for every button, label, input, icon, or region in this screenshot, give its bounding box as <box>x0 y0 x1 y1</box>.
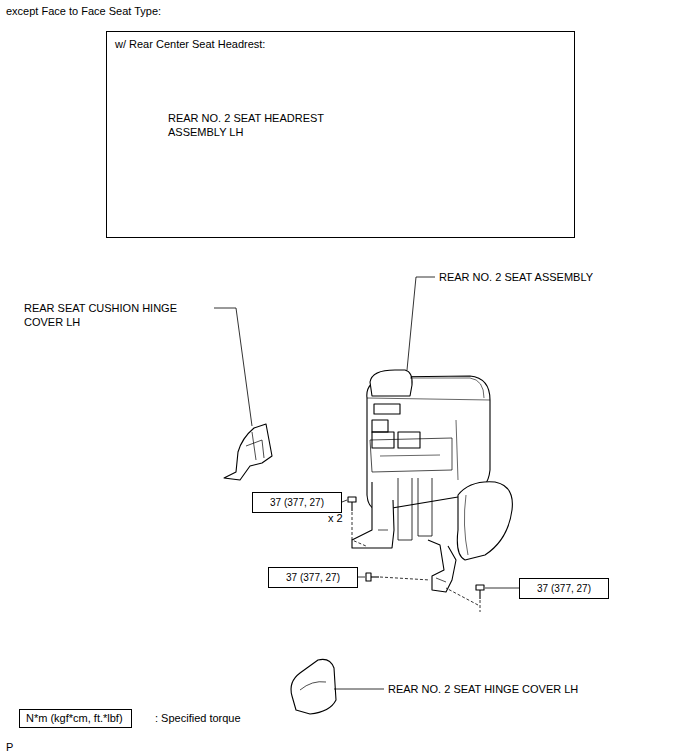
bolt-symbol <box>476 585 484 599</box>
dashed-line <box>352 512 480 612</box>
part-name: REAR NO. 2 SEAT HINGE COVER LH <box>388 682 678 696</box>
leader-line <box>334 689 384 690</box>
quantity-note: x 2 <box>328 511 343 525</box>
bolt-symbol <box>366 573 379 581</box>
page-mark: P <box>6 740 13 754</box>
node-text: 37 (377, 27) <box>257 496 337 509</box>
node-text: 37 (377, 27) <box>524 582 604 595</box>
seat-drawing <box>352 370 512 592</box>
node-text: w/ Rear Center Seat Headrest: <box>115 38 566 51</box>
hinge-cover-drawing <box>224 424 272 480</box>
torque-box: 37 (377, 27) <box>268 567 358 588</box>
leader-line <box>342 500 519 588</box>
torque-box: 37 (377, 27) <box>252 492 342 513</box>
node-text: 37 (377, 27) <box>273 571 353 584</box>
hinge-cover-drawing <box>291 659 336 714</box>
leader-line <box>214 308 252 426</box>
torque-box: 37 (377, 27) <box>519 578 609 599</box>
part-name: REAR NO. 2 SEAT ASSEMBLY <box>439 270 679 284</box>
bolt-symbol <box>348 497 356 511</box>
legend-text: : Specified torque <box>155 711 241 725</box>
leader-line <box>407 277 435 370</box>
node-text: N*m (kgf*cm, ft.*lbf) <box>26 712 125 725</box>
heading: except Face to Face Seat Type: <box>6 4 161 18</box>
part-name: REAR NO. 2 SEAT HEADREST ASSEMBLY LH <box>168 111 356 139</box>
part-name: REAR SEAT CUSHION HINGE COVER LH <box>24 301 210 329</box>
torque-legend-box: N*m (kgf*cm, ft.*lbf) <box>19 709 132 728</box>
